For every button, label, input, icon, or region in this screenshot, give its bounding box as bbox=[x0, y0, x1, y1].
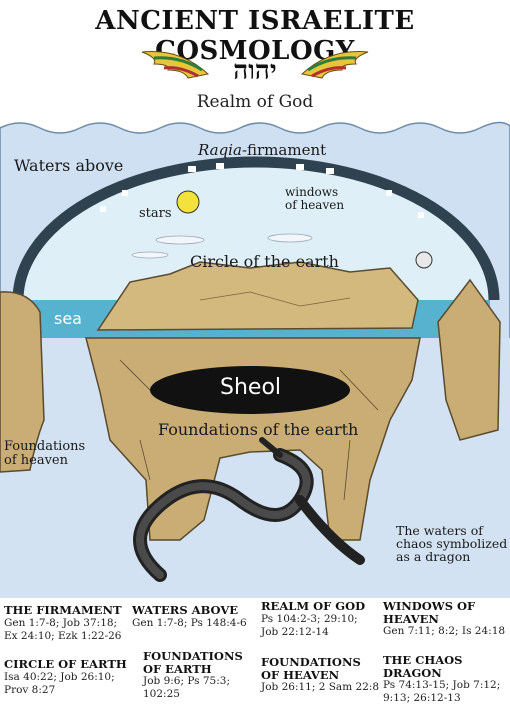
ref-heading: WATERS ABOVE bbox=[132, 603, 239, 617]
label-foundations-of-earth: Foundations of the earth bbox=[158, 420, 359, 439]
sun-icon bbox=[176, 190, 200, 214]
moon-icon bbox=[415, 251, 433, 269]
label-windows-of-heaven: windows of heaven bbox=[285, 185, 345, 212]
label-stars: stars bbox=[139, 206, 172, 221]
winged-emblem-right-icon bbox=[300, 50, 369, 79]
cosmology-illustration bbox=[0, 121, 510, 601]
label-chaos-dragon: The waters of chaos symbolized as a drag… bbox=[396, 523, 508, 565]
ref-chaos-dragon: THE CHAOS DRAGON Ps 74:13-15; Job 7:12; … bbox=[383, 654, 500, 706]
label-realm-of-god: Realm of God bbox=[196, 92, 314, 112]
divine-name: יהוה bbox=[233, 56, 277, 86]
page-title: ANCIENT ISRAELITE COSMOLOGY bbox=[95, 6, 415, 66]
ref-foundations-of-heaven: FOUNDATIONS OF HEAVEN Job 26:11; 2 Sam 2… bbox=[261, 656, 379, 694]
label-waters-above: Waters above bbox=[14, 156, 124, 175]
ref-waters-above: WATERS ABOVE Gen 1:7-8; Ps 148:4-6 bbox=[132, 604, 247, 630]
windows-of-heaven-marks bbox=[100, 163, 424, 218]
chaos-dragon-icon bbox=[133, 437, 365, 582]
ref-text: Job 9:6; Ps 75:3; 102:25 bbox=[143, 675, 230, 701]
ref-heading: CIRCLE OF EARTH bbox=[4, 657, 127, 671]
ref-firmament: THE FIRMAMENT Gen 1:7-8; Job 37:18; Ex 2… bbox=[4, 604, 122, 643]
ref-heading: FOUNDATIONS OF EARTH bbox=[143, 649, 243, 676]
right-foundation-cliff bbox=[437, 278, 501, 441]
ref-heading: WINDOWS OF HEAVEN bbox=[383, 599, 476, 626]
ref-heading: THE FIRMAMENT bbox=[4, 603, 122, 617]
sky-under-firmament bbox=[18, 162, 494, 300]
ref-text: Ps 74:13-15; Job 7:12; 9:13; 26:12-13 bbox=[383, 679, 501, 705]
ref-windows-of-heaven: WINDOWS OF HEAVEN Gen 7:11; 8:2; Is 24:1… bbox=[383, 600, 505, 638]
winged-emblem-left-icon bbox=[141, 50, 210, 79]
label-raqia: Raqia bbox=[198, 141, 242, 159]
ref-heading: FOUNDATIONS OF HEAVEN bbox=[261, 655, 361, 682]
landmass bbox=[96, 261, 419, 331]
label-foundations-of-heaven: Foundations of heaven bbox=[4, 439, 86, 468]
ref-text: Gen 7:11; 8:2; Is 24:18 bbox=[383, 625, 506, 638]
label-circle-of-earth: Circle of the earth bbox=[190, 252, 339, 271]
ref-text: Gen 1:7-8; Job 37:18; Ex 24:10; Ezk 1:22… bbox=[4, 616, 122, 642]
ref-foundations-of-earth: FOUNDATIONS OF EARTH Job 9:6; Ps 75:3; 1… bbox=[143, 650, 243, 702]
ref-circle-of-earth: CIRCLE OF EARTH Isa 40:22; Job 26:10; Pr… bbox=[4, 658, 127, 697]
clouds bbox=[131, 233, 313, 259]
firmament-dome bbox=[12, 156, 500, 301]
label-firmament: Raqia-firmament bbox=[198, 141, 327, 159]
cosmology-diagram: ANCIENT ISRAELITE COSMOLOGY יהוה Realm o… bbox=[0, 6, 510, 601]
ref-text: Gen 1:7-8; Ps 148:4-6 bbox=[132, 616, 247, 629]
ref-text: Isa 40:22; Job 26:10; Prov 8:27 bbox=[4, 670, 115, 696]
scripture-references: THE FIRMAMENT Gen 1:7-8; Job 37:18; Ex 2… bbox=[0, 598, 510, 720]
ref-realm-of-god: REALM OF GOD Ps 104:2-3; 29:10; Job 22:1… bbox=[261, 600, 365, 639]
label-sea: sea bbox=[54, 309, 82, 328]
label-firmament-suffix: -firmament bbox=[241, 141, 327, 159]
ref-heading: REALM OF GOD bbox=[261, 599, 366, 613]
left-foundation-cliff bbox=[0, 291, 45, 473]
sheol-region bbox=[150, 366, 350, 414]
ref-text: Ps 104:2-3; 29:10; Job 22:12-14 bbox=[261, 612, 358, 638]
ref-heading: THE CHAOS DRAGON bbox=[383, 653, 463, 680]
ref-text: Job 26:11; 2 Sam 22:8 bbox=[261, 681, 380, 694]
label-sheol: Sheol bbox=[220, 375, 282, 400]
